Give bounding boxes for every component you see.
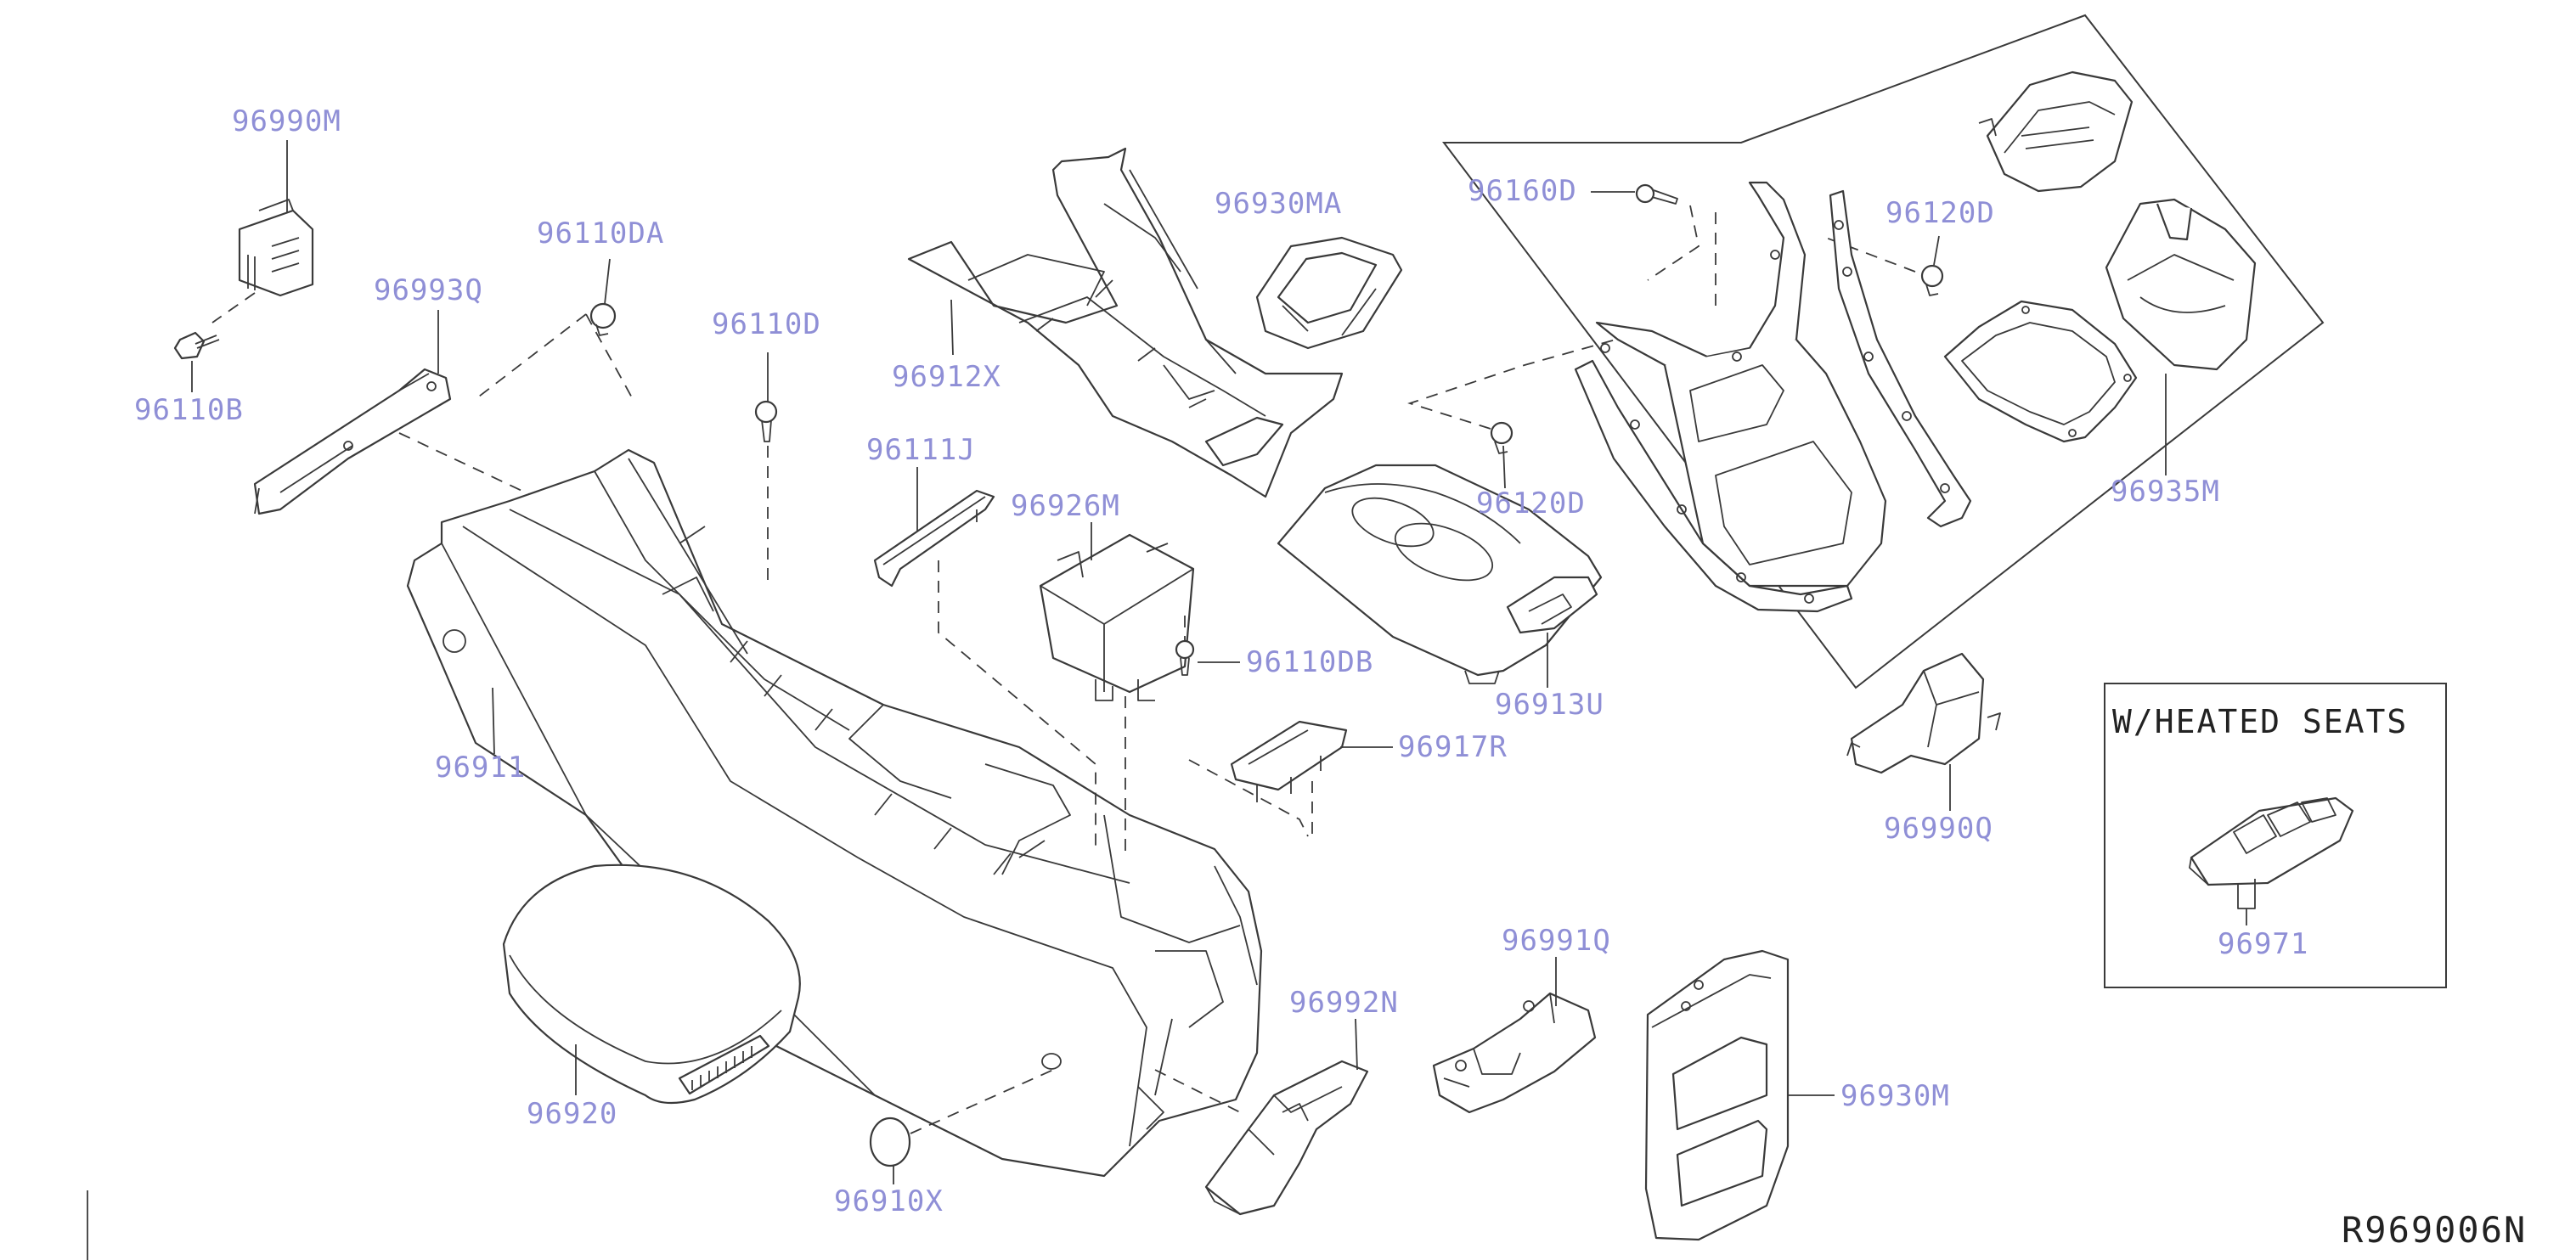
dash-96110DA <box>475 313 587 400</box>
part-96912X <box>907 147 1344 498</box>
part-96110DB <box>1175 639 1195 676</box>
callout-96120D-top: 96120D <box>1885 196 1995 230</box>
part-96160D <box>1635 183 1678 205</box>
part-96110D <box>754 400 778 442</box>
callout-96911: 96911 <box>435 751 526 785</box>
callout-96990Q: 96990Q <box>1884 812 1993 846</box>
part-96913U <box>1277 464 1603 684</box>
reference-code: R969006N <box>2342 1209 2527 1251</box>
callout-96993Q: 96993Q <box>374 273 483 307</box>
callout-96912X: 96912X <box>892 360 1001 394</box>
callout-96120D-mid: 96120D <box>1476 487 1586 520</box>
callout-96160D: 96160D <box>1468 174 1577 208</box>
dash-96990M <box>211 292 256 323</box>
callout-96110DB: 96110DB <box>1246 645 1373 679</box>
leader-96110DA <box>604 258 611 305</box>
part-96990Q <box>1846 652 2001 774</box>
dash-96160D <box>1647 205 1700 281</box>
callout-96910X: 96910X <box>834 1184 944 1218</box>
part-96926M <box>1039 533 1195 701</box>
part-96992N <box>1204 1060 1369 1216</box>
callout-96110D: 96110D <box>712 307 821 341</box>
callout-96971: 96971 <box>2218 927 2308 961</box>
part-96993Q <box>253 368 452 515</box>
part-96920 <box>502 863 801 1105</box>
leader-96120D-top <box>1933 235 1940 266</box>
dash-96993Q <box>398 432 544 502</box>
callout-96992N: 96992N <box>1289 986 1399 1020</box>
callout-96935M: 96935M <box>2111 475 2220 509</box>
part-96911 <box>406 448 1263 1178</box>
part-shift-bezel-top <box>1978 70 2134 193</box>
part-96930MA <box>1255 236 1403 350</box>
part-96971 <box>2189 796 2354 909</box>
callout-96991Q: 96991Q <box>1502 924 1611 958</box>
leader-96912X <box>950 299 954 356</box>
part-96935M-boot <box>2105 198 2257 371</box>
callout-96926M: 96926M <box>1011 489 1120 523</box>
callout-96920: 96920 <box>527 1097 617 1131</box>
part-trim-strips <box>1574 181 1972 613</box>
callout-96110DA: 96110DA <box>537 217 664 250</box>
callout-96930M: 96930M <box>1840 1079 1950 1113</box>
part-96120D-top <box>1920 264 1944 296</box>
callout-96110B: 96110B <box>134 393 244 427</box>
leader-96911 <box>492 687 495 755</box>
part-96910X <box>869 1117 911 1167</box>
inset-title: W/HEATED SEATS <box>2112 703 2408 740</box>
dash-96917R <box>1188 759 1309 837</box>
callout-96111J: 96111J <box>866 433 976 467</box>
callout-96990M: 96990M <box>232 104 341 138</box>
callout-96917R: 96917R <box>1398 730 1508 764</box>
callout-96930MA: 96930MA <box>1215 187 1342 221</box>
dash-96992N <box>1154 1069 1241 1113</box>
dash-96110DA-b <box>585 313 634 400</box>
part-96120D-mid <box>1490 421 1513 454</box>
inset-frame <box>2104 683 2447 988</box>
callout-96913U: 96913U <box>1495 688 1604 722</box>
part-96917R <box>1230 720 1348 802</box>
part-96935M-bezel <box>1943 300 2138 443</box>
leader-96120D-mid <box>1502 445 1506 489</box>
dash-96120D-mid <box>1407 335 1632 430</box>
dash-96111J <box>938 560 1096 849</box>
dash-96120D-top <box>1825 237 1916 273</box>
leader-96992N <box>1355 1018 1358 1071</box>
part-96990M <box>238 199 314 297</box>
part-96111J <box>873 489 995 588</box>
part-96991Q <box>1432 992 1597 1114</box>
part-96110B <box>173 331 220 360</box>
part-96110DA <box>589 302 617 336</box>
part-96930M <box>1644 949 1790 1241</box>
dash-96910X <box>910 1069 1054 1134</box>
